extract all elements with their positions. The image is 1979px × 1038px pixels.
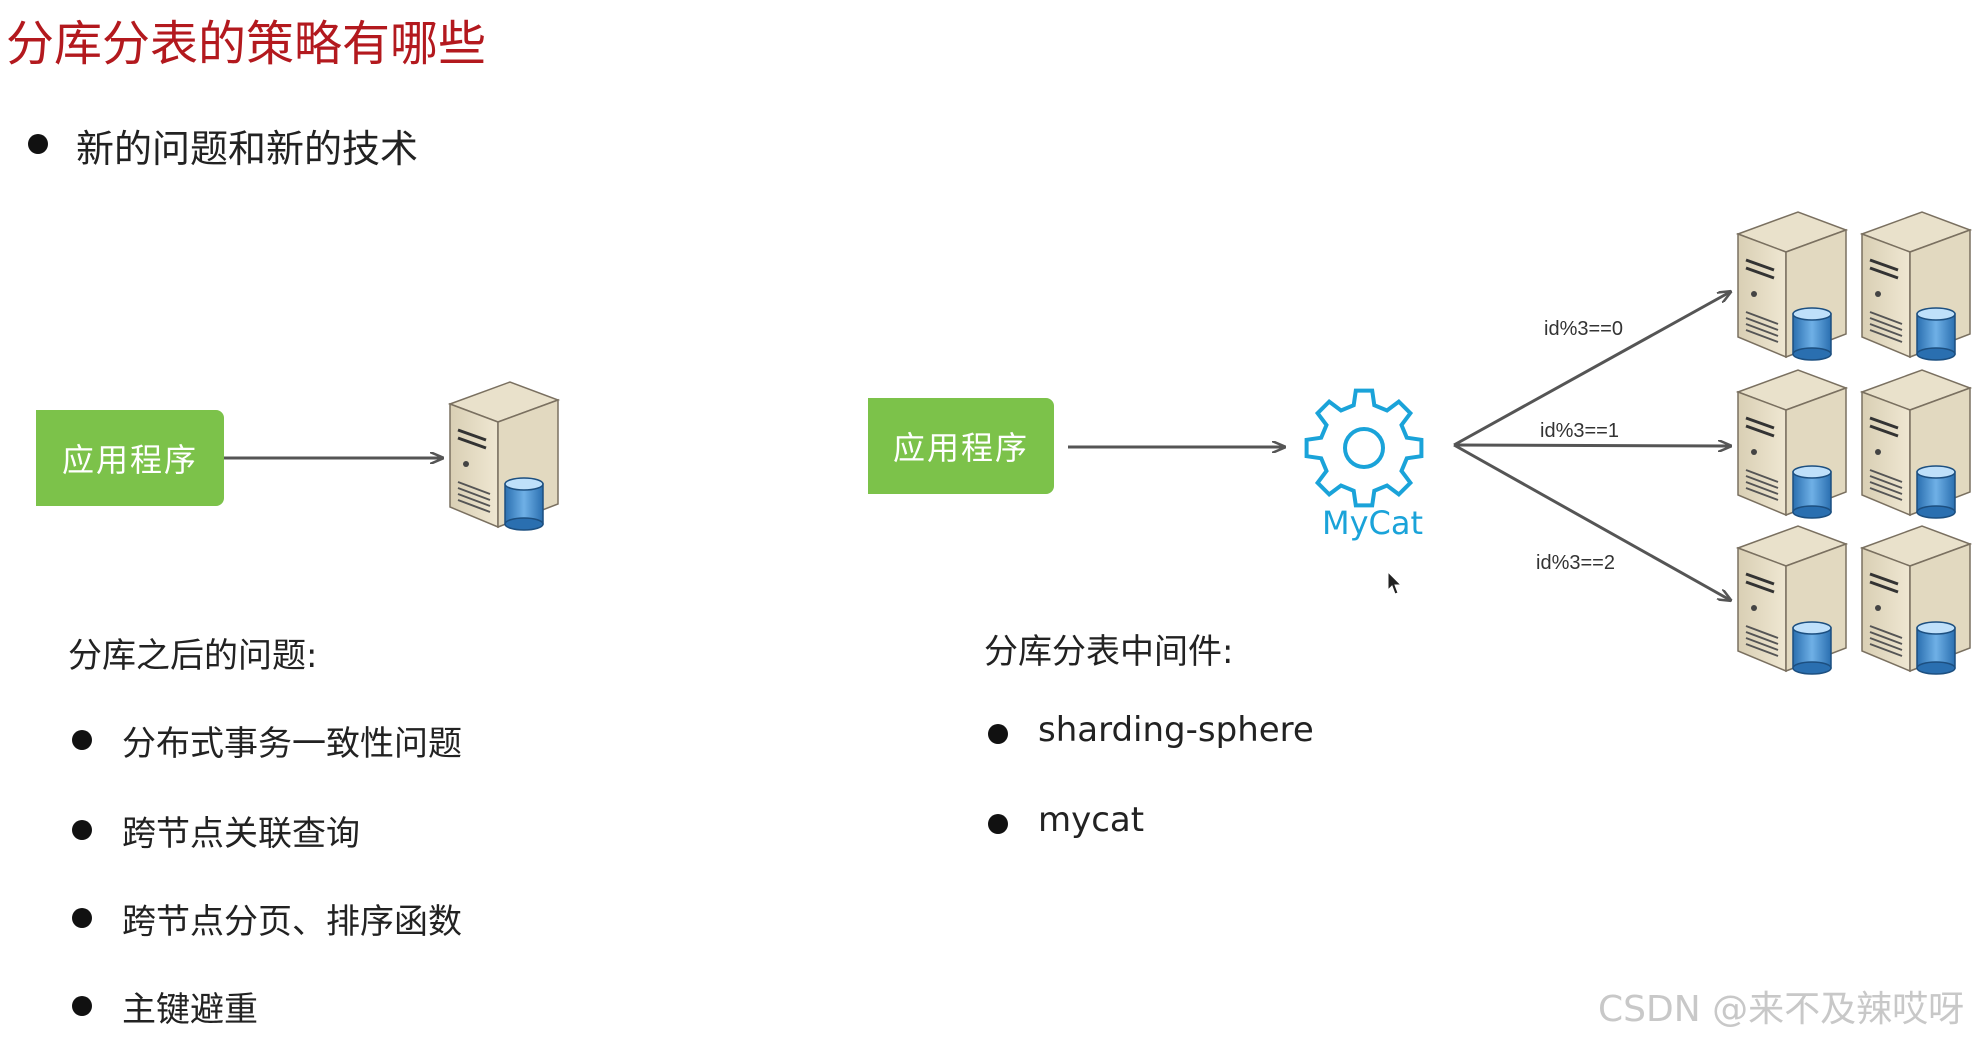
right-app-box: 应用程序 (868, 398, 1054, 494)
list-item: mycat (1038, 800, 1145, 840)
server-icon (1860, 368, 1972, 520)
left-section-heading: 分库之后的问题: (68, 636, 318, 676)
server-icon (1736, 368, 1848, 520)
server-icon (1860, 210, 1972, 362)
mycat-label: MyCat (1322, 504, 1424, 542)
route-arrow-0 (1453, 292, 1730, 447)
bullet-dot (72, 820, 92, 840)
list-item: 分布式事务一致性问题 (122, 724, 462, 764)
main-bullet: 新的问题和新的技术 (76, 127, 419, 171)
watermark: CSDN @来不及辣哎呀 (1598, 989, 1965, 1030)
mouse-cursor-icon (1387, 570, 1403, 595)
list-item: sharding-sphere (1038, 710, 1314, 750)
route-label-1: id%3==1 (1540, 420, 1619, 442)
route-label-0: id%3==0 (1544, 318, 1623, 340)
left-app-box: 应用程序 (36, 410, 224, 506)
list-item: 主键避重 (122, 990, 258, 1030)
list-item: 跨节点关联查询 (122, 814, 360, 854)
bullet-dot (72, 996, 92, 1016)
route-arrow-1 (1453, 445, 1730, 446)
bullet-dot (988, 814, 1008, 834)
gear-icon (1304, 388, 1424, 508)
bullet-dot (28, 134, 48, 154)
bullet-dot (72, 730, 92, 750)
bullet-dot (72, 908, 92, 928)
route-arrow-2 (1453, 443, 1730, 600)
left-server-icon (448, 380, 560, 532)
server-icon (1860, 524, 1972, 676)
server-icon (1736, 210, 1848, 362)
bullet-dot (988, 724, 1008, 744)
slide-title: 分库分表的策略有哪些 (6, 16, 487, 72)
right-section-heading: 分库分表中间件: (984, 632, 1234, 672)
route-label-2: id%3==2 (1536, 552, 1615, 574)
list-item: 跨节点分页、排序函数 (122, 902, 462, 942)
server-icon (1736, 524, 1848, 676)
